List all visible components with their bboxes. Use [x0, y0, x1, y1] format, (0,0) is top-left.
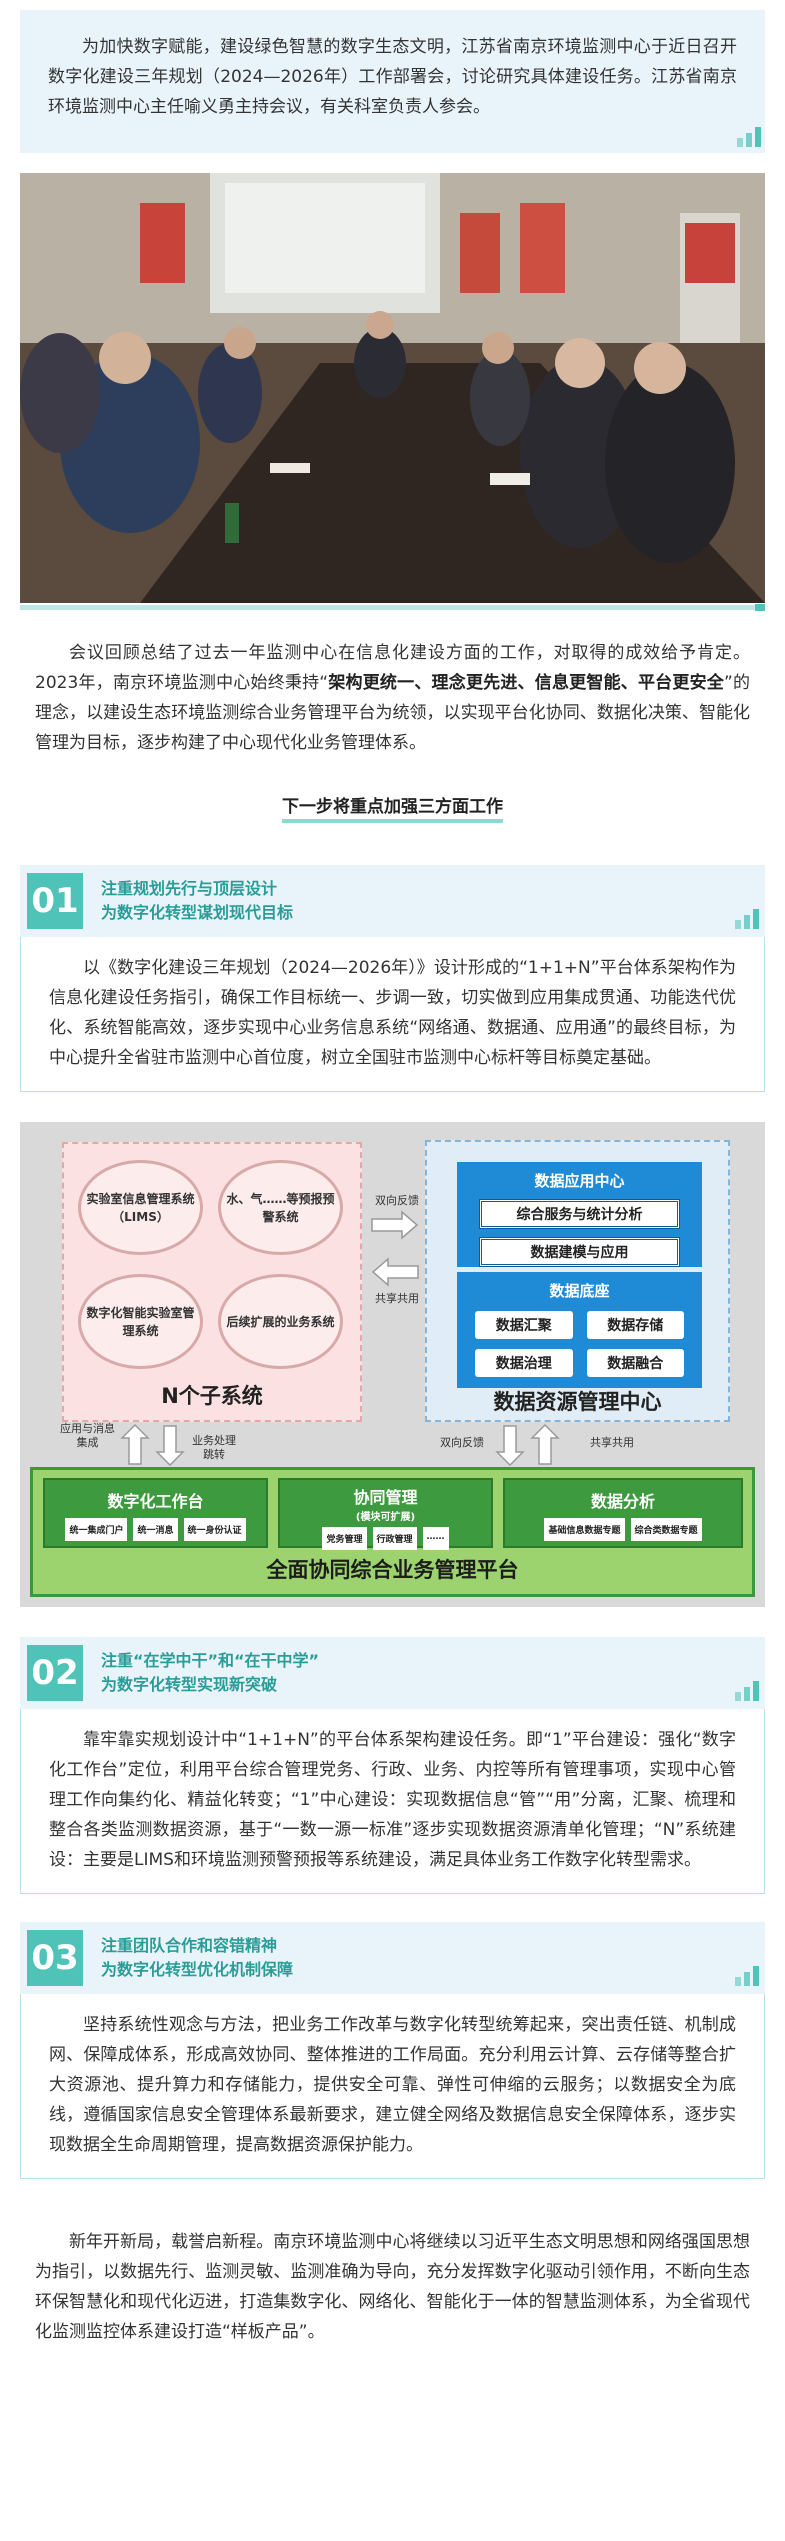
- next-steps-heading: 下一步将重点加强三方面工作: [282, 792, 503, 823]
- section-title-1: 注重团队合作和容错精神: [101, 1936, 278, 1955]
- left-arrow-icon: [371, 1257, 419, 1287]
- data-resource-panel: 数据应用中心 综合服务与统计分析 数据建模与应用 数据底座 数据汇聚 数据存储 …: [425, 1140, 730, 1422]
- collab-item: 党务管理: [322, 1527, 367, 1550]
- subsystem-lims: 实验室信息管理系统（LIMS）: [78, 1160, 203, 1255]
- section-titles: 注重“在学中干”和“在干中学” 为数字化转型实现新突破: [101, 1649, 319, 1697]
- intro-text: 为加快数字赋能，建设绿色智慧的数字生态文明，江苏省南京环境监测中心于近日召开数字…: [48, 37, 737, 117]
- collab-title: 协同管理: [353, 1488, 418, 1507]
- arrow-label-feedback: 双向反馈: [375, 1194, 419, 1207]
- data-application-center: 数据应用中心 综合服务与统计分析 数据建模与应用: [457, 1162, 702, 1267]
- section-title-2: 为数字化转型谋划现代目标: [101, 903, 294, 922]
- workbench-item: 统一集成门户: [65, 1518, 128, 1541]
- right-down-label: 共享共用: [590, 1436, 634, 1449]
- data-app-title: 数据应用中心: [534, 1172, 625, 1190]
- n-subsystems-title: N个子系统: [161, 1384, 263, 1408]
- section-title-1: 注重“在学中干”和“在干中学”: [101, 1651, 320, 1670]
- meeting-photo: [20, 173, 765, 603]
- section-body: 靠牢靠实规划设计中“1+1+N”的平台体系架构建设任务。即“1”平台建设：强化“…: [20, 1709, 765, 1894]
- section-text: 坚持系统性观念与方法，把业务工作改革与数字化转型统筹起来，突出责任链、机制成网、…: [49, 2015, 736, 2155]
- section-03: 03 注重团队合作和容错精神 为数字化转型优化机制保障 坚持系统性观念与方法，把…: [20, 1922, 765, 2179]
- section-title-2: 为数字化转型优化机制保障: [101, 1960, 294, 1979]
- data-app-item: 数据建模与应用: [479, 1237, 680, 1267]
- collab-subtitle: (模块可扩展): [355, 1512, 416, 1523]
- down-arrow-icon: [495, 1425, 525, 1466]
- workbench-items: 统一集成门户 统一消息 统一身份认证: [45, 1518, 266, 1541]
- section-header: 03 注重团队合作和容错精神 为数字化转型优化机制保障: [20, 1922, 765, 1994]
- data-base-item: 数据治理: [475, 1349, 573, 1377]
- section-01: 01 注重规划先行与顶层设计 为数字化转型谋划现代目标 以《数字化建设三年规划（…: [20, 865, 765, 1092]
- review-text-bold: 架构更统一、理念更先进、信息更智能、平台更安全: [328, 673, 724, 693]
- architecture-diagram: 实验室信息管理系统（LIMS） 水、气……等预报预警系统 数字化智能实验室管理系…: [20, 1122, 765, 1607]
- section-header: 02 注重“在学中干”和“在干中学” 为数字化转型实现新突破: [20, 1637, 765, 1709]
- section-titles: 注重规划先行与顶层设计 为数字化转型谋划现代目标: [101, 877, 293, 925]
- collab-items: 党务管理 行政管理 ……: [280, 1527, 491, 1550]
- left-up-label: 应用与消息 集成: [60, 1422, 115, 1449]
- analysis-item: 基础信息数据专题: [544, 1518, 625, 1541]
- workbench-item: 统一身份认证: [183, 1518, 246, 1541]
- data-app-item: 综合服务与统计分析: [479, 1199, 680, 1229]
- subhead-container: 下一步将重点加强三方面工作: [0, 792, 785, 823]
- subsystem-forecast: 水、气……等预报预警系统: [218, 1160, 343, 1255]
- workbench-box: 数字化工作台 统一集成门户 统一消息 统一身份认证: [43, 1478, 268, 1548]
- section-text: 以《数字化建设三年规划（2024—2026年）》设计形成的“1+1+N”平台体系…: [49, 958, 736, 1068]
- section-text: 靠牢靠实规划设计中“1+1+N”的平台体系架构建设任务。即“1”平台建设：强化“…: [49, 1730, 736, 1870]
- left-down-label: 业务处理 跳转: [192, 1434, 236, 1461]
- section-body: 坚持系统性观念与方法，把业务工作改革与数字化转型统筹起来，突出责任链、机制成网、…: [20, 1994, 765, 2179]
- review-text-a: 会议回顾总结了过去一年监测中心在信息化建设方面的工作，对取得的成效给予肯定。20…: [35, 643, 750, 693]
- collab-item: ……: [422, 1527, 449, 1550]
- integrated-platform: 数字化工作台 统一集成门户 统一消息 统一身份认证 协同管理 (模块可扩展) 党…: [30, 1467, 755, 1597]
- down-arrow-icon: [155, 1425, 185, 1466]
- bar-chart-icon: [735, 909, 759, 929]
- photo-divider: [20, 604, 765, 611]
- up-arrow-icon: [120, 1424, 150, 1465]
- section-header: 01 注重规划先行与顶层设计 为数字化转型谋划现代目标: [20, 865, 765, 937]
- right-arrow-icon: [371, 1210, 419, 1240]
- data-foundation: 数据底座 数据汇聚 数据存储 数据治理 数据融合: [457, 1272, 702, 1388]
- data-base-item: 数据汇聚: [475, 1311, 573, 1339]
- up-arrow-icon: [530, 1424, 560, 1465]
- right-up-label: 双向反馈: [440, 1436, 484, 1449]
- analysis-item: 综合类数据专题: [630, 1518, 702, 1541]
- section-title-1: 注重规划先行与顶层设计: [101, 879, 278, 898]
- data-base-item: 数据融合: [586, 1349, 684, 1377]
- subsystem-smart-lab: 数字化智能实验室管理系统: [78, 1274, 203, 1369]
- workbench-item: 统一消息: [133, 1518, 178, 1541]
- data-base-grid: 数据汇聚 数据存储 数据治理 数据融合: [475, 1311, 684, 1377]
- bar-chart-icon: [737, 127, 761, 147]
- section-number: 03: [27, 1930, 83, 1986]
- platform-title: 全面协同综合业务管理平台: [266, 1558, 519, 1582]
- analysis-items: 基础信息数据专题 综合类数据专题: [505, 1518, 741, 1541]
- arrow-label-share: 共享共用: [375, 1292, 419, 1305]
- analysis-box: 数据分析 基础信息数据专题 综合类数据专题: [503, 1478, 743, 1548]
- analysis-title: 数据分析: [590, 1492, 655, 1511]
- intro-box: 为加快数字赋能，建设绿色智慧的数字生态文明，江苏省南京环境监测中心于近日召开数字…: [20, 10, 765, 153]
- closing-paragraph: 新年开新局，载誉启新程。南京环境监测中心将继续以习近平生态文明思想和网络强国思想…: [35, 2232, 750, 2342]
- section-title-2: 为数字化转型实现新突破: [101, 1675, 278, 1694]
- section-02: 02 注重“在学中干”和“在干中学” 为数字化转型实现新突破 靠牢靠实规划设计中…: [20, 1637, 765, 1894]
- section-body: 以《数字化建设三年规划（2024—2026年）》设计形成的“1+1+N”平台体系…: [20, 937, 765, 1092]
- data-base-item: 数据存储: [586, 1311, 684, 1339]
- bar-chart-icon: [735, 1966, 759, 1986]
- meeting-photo-container: [20, 173, 765, 611]
- review-paragraph: 会议回顾总结了过去一年监测中心在信息化建设方面的工作，对取得的成效给予肯定。20…: [35, 638, 750, 758]
- data-base-title: 数据底座: [549, 1282, 610, 1300]
- section-titles: 注重团队合作和容错精神 为数字化转型优化机制保障: [101, 1934, 293, 1982]
- bar-chart-icon: [735, 1681, 759, 1701]
- review-text-b: ”的理念，以建设生态环境监测综合业务管理平台为统领，以实现平台化协同、数据化决策…: [35, 673, 751, 753]
- collab-item: 行政管理: [372, 1527, 417, 1550]
- collab-box: 协同管理 (模块可扩展) 党务管理 行政管理 ……: [278, 1478, 493, 1550]
- section-number: 02: [27, 1645, 83, 1701]
- section-number: 01: [27, 873, 83, 929]
- workbench-title: 数字化工作台: [107, 1492, 204, 1511]
- data-resource-title: 数据资源管理中心: [493, 1390, 662, 1414]
- subsystem-extension: 后续扩展的业务系统: [218, 1274, 343, 1369]
- subsystems-panel: 实验室信息管理系统（LIMS） 水、气……等预报预警系统 数字化智能实验室管理系…: [62, 1142, 362, 1422]
